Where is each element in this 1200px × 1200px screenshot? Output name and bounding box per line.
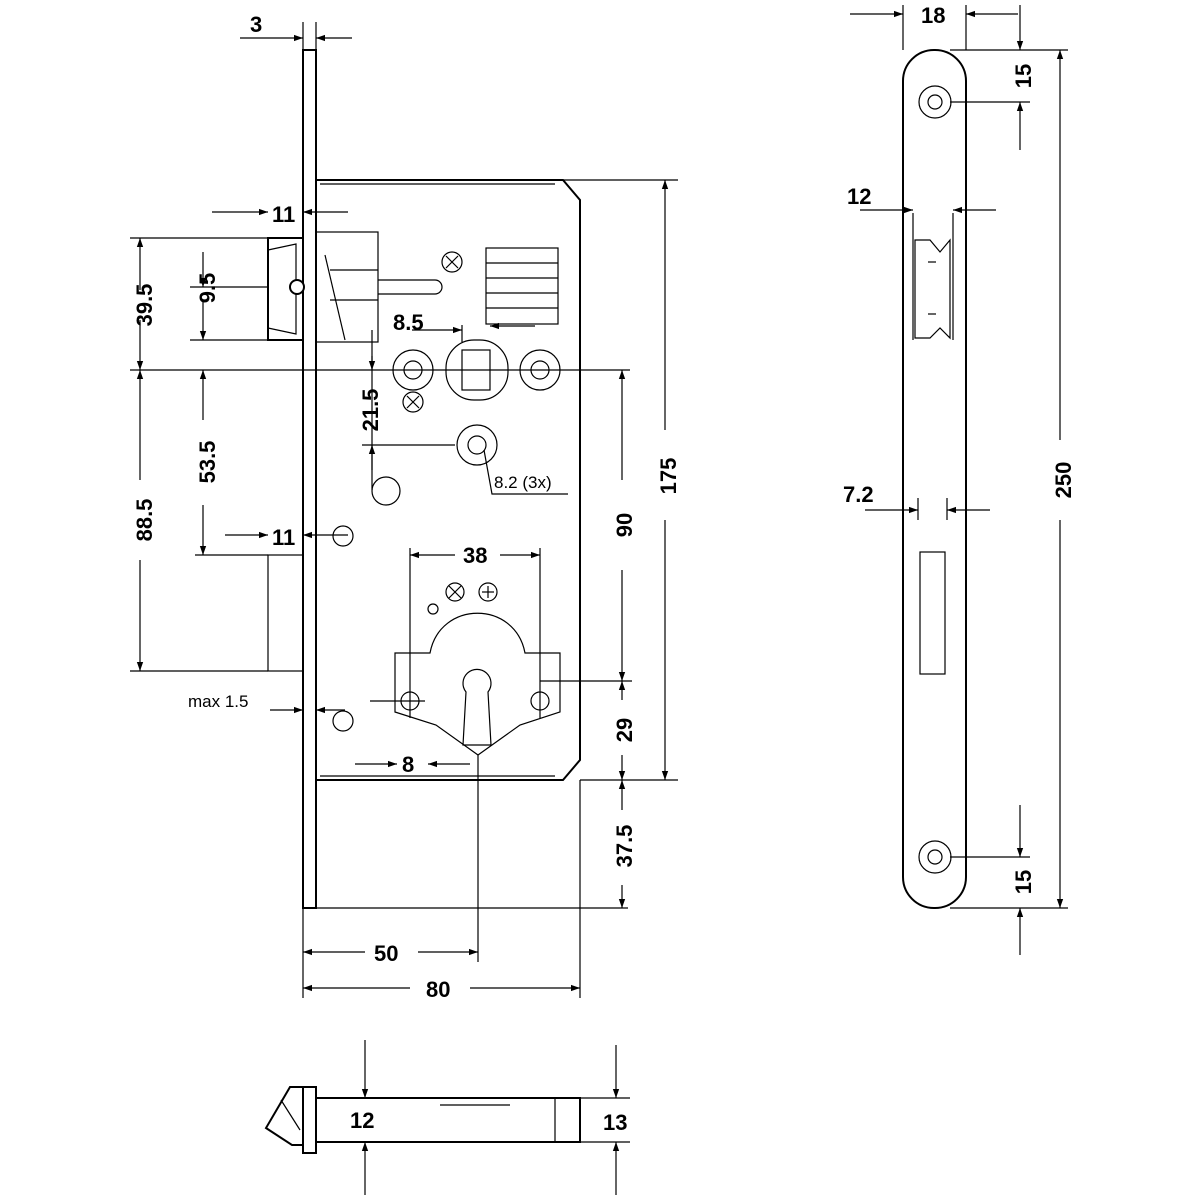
dim-forend-length: 250 <box>1051 462 1076 499</box>
bottom-latch-tip <box>264 1086 304 1146</box>
dim-case-depth: 80 <box>426 977 450 1002</box>
forend-screw-top <box>918 85 952 119</box>
dim-cylinder-to-bottom: 29 <box>612 718 637 742</box>
bottom-faceplate <box>302 1086 317 1154</box>
dim-faceplate-thickness: 3 <box>250 12 262 37</box>
keyhole <box>462 668 492 746</box>
dim-bolt-slot-width: 7.2 <box>843 482 874 507</box>
dead-bolt <box>267 554 304 672</box>
dim-spacing-53: 53.5 <box>195 441 220 484</box>
bottom-view: 12 13 <box>264 1040 630 1195</box>
dim-spindle-to-cylinder: 90 <box>612 513 637 537</box>
pin-hole <box>332 710 354 732</box>
dim-forend-screw-bottom: 15 <box>1011 870 1036 894</box>
dim-max-gap: max 1.5 <box>188 692 248 711</box>
pin-hole <box>427 603 439 615</box>
screw-icon <box>445 582 465 602</box>
cylinder-plate <box>394 612 561 756</box>
forend-dimensions: 18 15 12 7.2 250 15 <box>843 3 1076 955</box>
dim-cylinder-offset: 8 <box>402 752 414 777</box>
lock-case <box>316 179 581 781</box>
latch-bolt <box>267 231 443 343</box>
faceplate <box>302 49 317 909</box>
dim-bottom-case-height: 13 <box>603 1110 627 1135</box>
dim-case-to-plate-end: 37.5 <box>612 825 637 868</box>
dim-spindle-hole: 8.5 <box>393 310 424 335</box>
dim-latch-offset: 9.5 <box>195 273 220 304</box>
dim-latch-projection: 11 <box>272 202 295 227</box>
screw-icon <box>441 251 463 273</box>
dim-bolt-projection: 11 <box>272 525 295 550</box>
dim-hole-diameter: 8.2 (3x) <box>494 473 552 492</box>
forend-view <box>902 49 967 909</box>
dim-latch-slot-width: 12 <box>847 184 871 209</box>
bottom-case <box>315 1097 581 1143</box>
dim-forend-width: 18 <box>921 3 945 28</box>
screw-icon <box>402 391 424 413</box>
screw-icon <box>478 582 498 602</box>
latch-slot <box>914 238 951 340</box>
dim-backset-top: 88.5 <box>132 499 157 542</box>
mounting-hole-center <box>456 424 498 466</box>
spring-block <box>485 247 559 325</box>
dim-latch-height: 39.5 <box>132 284 157 327</box>
pin-hole <box>332 525 354 547</box>
dim-case-height: 175 <box>656 458 681 495</box>
dim-spacing-21: 21.5 <box>358 389 383 432</box>
dim-screw-spacing: 38 <box>463 543 487 568</box>
dim-backset: 50 <box>374 941 398 966</box>
forend-plate <box>902 49 967 909</box>
pin-hole <box>371 476 401 506</box>
dim-forend-screw-top: 15 <box>1011 64 1036 88</box>
front-dimensions: 3 11 39.5 9.5 8.5 88.5 53.5 21.5 8.2 (3x… <box>130 12 681 1002</box>
bolt-slot <box>919 551 946 675</box>
dim-bottom-latch-width: 12 <box>350 1108 374 1133</box>
forend-screw-bottom <box>918 840 952 874</box>
